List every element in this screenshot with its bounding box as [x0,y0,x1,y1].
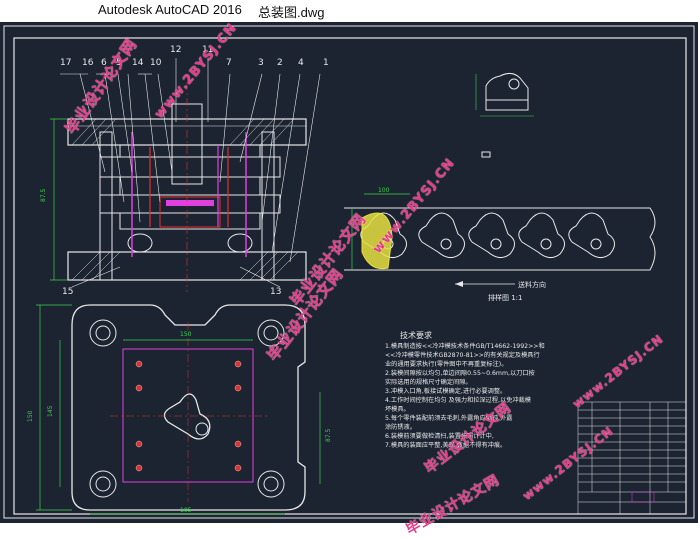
tech-line: 实际选用的规格尺寸确定间隙。 [385,378,472,386]
document-title: 总装图.dwg [258,2,324,21]
title-bar: Autodesk AutoCAD 2016 总装图.dwg [0,0,698,22]
title-block [578,402,686,514]
tech-title: 技术要求 [400,330,432,340]
part-label: 17 [60,58,71,68]
tech-line: 2.装模间隙按以均匀,单边间隙0.55~0.6mm,以刀口按 [385,369,535,377]
tech-line: 涂防锈液。 [385,423,416,431]
part-label: 12 [170,45,181,55]
tech-line: 3.冲模入口角,板接试模确定,进行必要调整。 [385,387,506,395]
app-title: Autodesk AutoCAD 2016 [98,2,242,17]
dim-plan-right: 87.5 [325,428,332,442]
tech-line: 1.模具制造按<<冷冲模技术条件GB/T14662-1992>>和 [385,342,545,350]
dim-left-section: 87.5 [40,188,47,202]
dim-plan-bottom: 105 [180,507,192,514]
part-label: 14 [132,58,144,68]
feed-direction-label: 送料方向 [518,280,546,289]
part-label: 4 [298,58,304,68]
dim-plan-width: 150 [180,331,192,338]
dim-plan-left: 150 [27,410,34,422]
tech-line: 4.工作时间控制在均匀 及强力和拉深过程,以免冲裁模 [385,396,531,404]
dim-plan-inner: 145 [47,405,54,417]
part-label: 3 [258,58,264,68]
part-label: 16 [82,58,94,68]
tech-line: <<冷冲模零件技术GB2870-81>>的有关规定及模具行 [385,351,540,359]
tech-line: 坏模具。 [385,405,410,413]
part-detail [476,73,534,157]
tech-line: 业的通用要求执行(零件图中不再重复标注)。 [385,360,507,368]
dim-strip: 100 [378,187,390,194]
drawing-canvas[interactable]: 87.5 17 16 6 5 14 10 12 11 7 3 2 4 1 15 … [0,22,698,523]
part-label: 7 [226,58,232,68]
part-label: 10 [150,58,162,68]
strip-caption: 排样图 1:1 [488,293,523,302]
part-label: 13 [270,287,281,297]
part-label: 2 [277,58,283,68]
part-label: 15 [62,287,73,297]
part-label: 1 [323,58,329,68]
